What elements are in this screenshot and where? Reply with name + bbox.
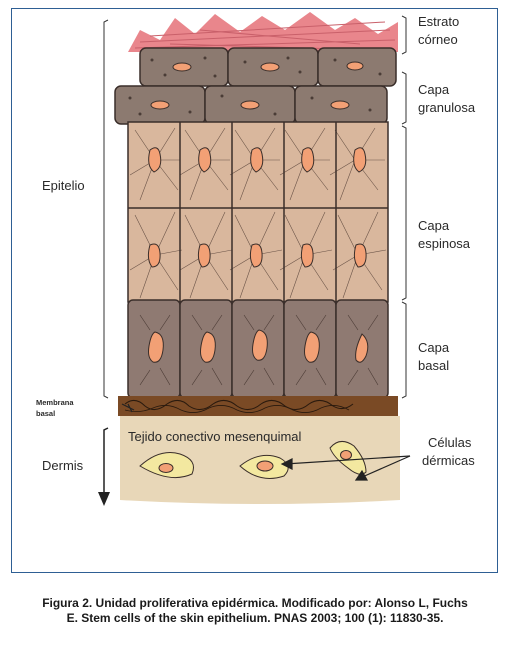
spinous-layer bbox=[127, 121, 389, 303]
label-capa-espinosa-1: Capa bbox=[418, 218, 450, 233]
caption-line-2: E. Stem cells of the skin epithelium. PN… bbox=[66, 611, 444, 625]
label-capa-basal-1: Capa bbox=[418, 340, 450, 355]
label-estrato-corneo-1: Estrato bbox=[418, 14, 459, 29]
label-capa-granulosa-1: Capa bbox=[418, 82, 450, 97]
dermis-arrow bbox=[98, 427, 110, 506]
label-capa-granulosa-2: granulosa bbox=[418, 100, 476, 115]
label-capa-espinosa-2: espinosa bbox=[418, 236, 471, 251]
celulas-dermicas-arrows bbox=[280, 455, 411, 481]
epitelio-bracket bbox=[103, 19, 109, 399]
dermal-cell-nucleus bbox=[158, 463, 174, 473]
dermis-tissue bbox=[120, 416, 400, 504]
label-estrato-corneo-2: córneo bbox=[418, 32, 458, 47]
dermal-cell-nucleus bbox=[256, 460, 274, 472]
label-dermis: Dermis bbox=[42, 458, 84, 473]
stratum-corneum bbox=[128, 12, 398, 52]
label-membrana-basal-2: basal bbox=[36, 409, 55, 418]
label-celulas-dermicas-2: dérmicas bbox=[422, 453, 475, 468]
basement-membrane bbox=[118, 396, 398, 416]
granular-layer bbox=[114, 47, 397, 125]
dermal-cell-nucleus bbox=[340, 450, 352, 460]
label-membrana-basal-1: Membrana bbox=[36, 398, 74, 407]
label-capa-basal-2: basal bbox=[418, 358, 449, 373]
caption-line-1: Figura 2. Unidad proliferativa epidérmic… bbox=[42, 596, 468, 610]
label-epitelio: Epitelio bbox=[42, 178, 85, 193]
basal-layer bbox=[127, 299, 389, 399]
label-celulas-dermicas-1: Células bbox=[428, 435, 472, 450]
layer-brackets bbox=[401, 15, 407, 399]
membrana-basal-pointer bbox=[121, 403, 135, 413]
label-tejido-conectivo: Tejido conectivo mesenquimal bbox=[128, 429, 302, 444]
